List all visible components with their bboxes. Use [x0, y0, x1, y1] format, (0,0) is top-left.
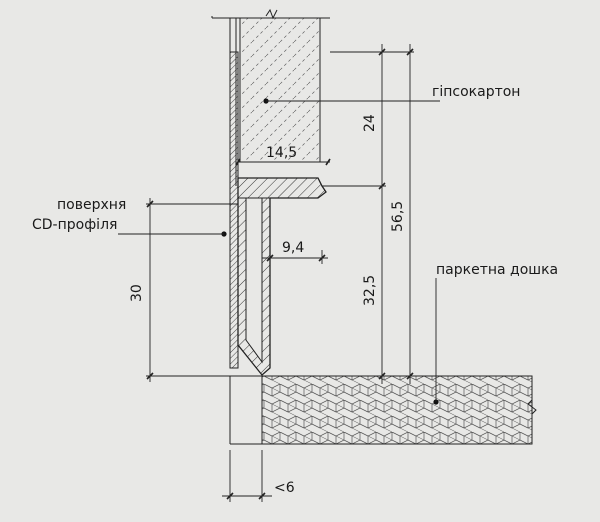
dim-32-5-text: 32,5 [362, 275, 378, 306]
dim-9-4-text: 9,4 [282, 240, 304, 256]
drywall-label: гіпсокартон [432, 84, 520, 100]
dim-56-5-text: 56,5 [390, 201, 406, 232]
dim-32-5: 32,5 [322, 185, 386, 384]
drywall-leader: гіпсокартон [263, 84, 520, 104]
drywall-panel [211, 8, 330, 186]
parquet-label: паркетна дошка [436, 262, 558, 278]
dim-24-text: 24 [362, 114, 378, 132]
parquet-board [261, 375, 537, 445]
floor-base [229, 375, 262, 445]
surface-label-line1: поверхня [57, 197, 126, 213]
dim-30: 30 [129, 198, 238, 382]
dim-56-5: 56,5 [330, 44, 414, 384]
dim-30-text: 30 [129, 284, 145, 302]
skirting-profile [237, 177, 327, 376]
parquet-leader: паркетна дошка [433, 262, 558, 405]
dim-lt6-text: <6 [274, 480, 295, 496]
dim-14-5-text: 14,5 [266, 145, 297, 161]
dim-14-5: 14,5 [235, 145, 331, 166]
dim-9-4: 9,4 [262, 198, 328, 264]
surface-leader: поверхня CD-профіля [32, 197, 227, 237]
dim-24: 24 [330, 44, 386, 190]
surface-label-line2: CD-профіля [32, 217, 117, 233]
dim-lt6: <6 [222, 450, 295, 502]
wall-surface [229, 51, 239, 369]
